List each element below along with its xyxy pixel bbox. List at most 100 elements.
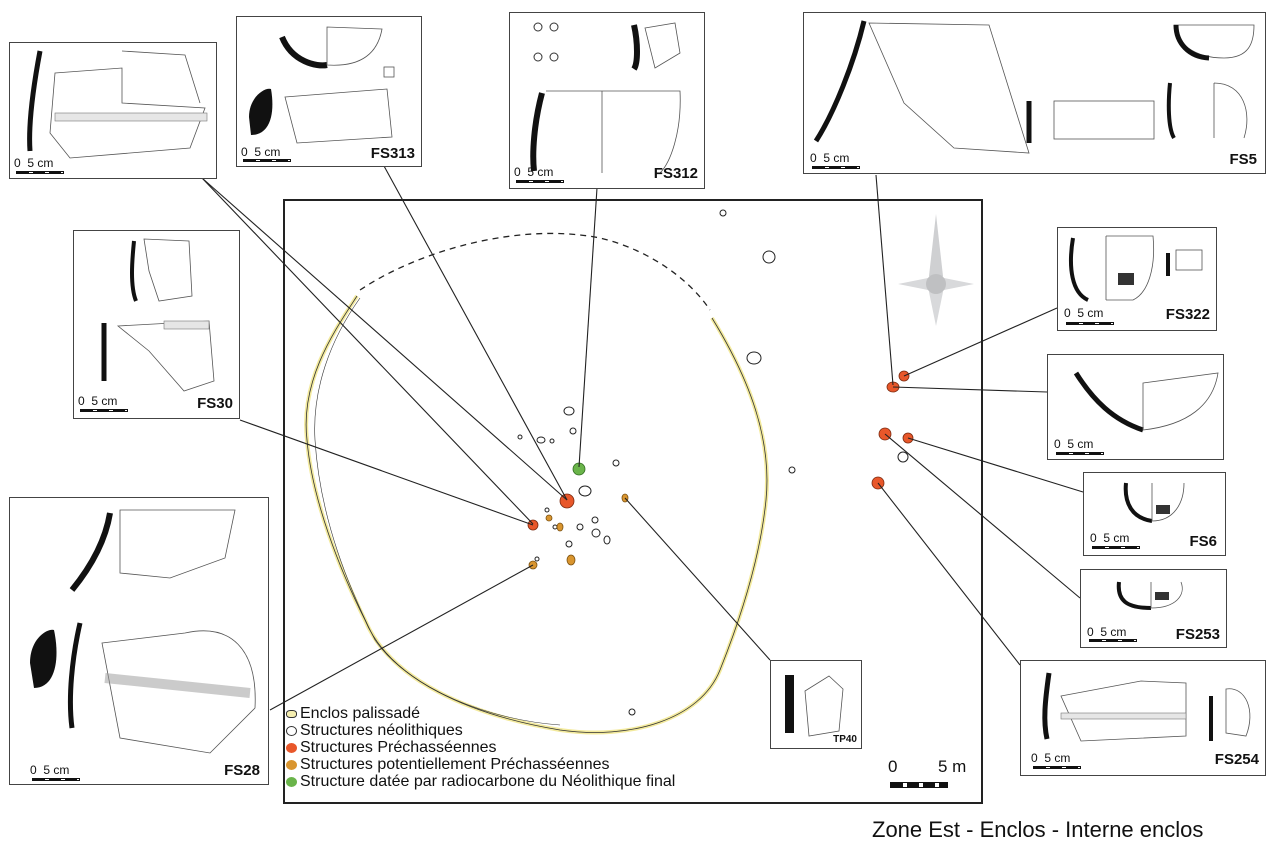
scale-label: 0 5 cm [1087, 625, 1127, 639]
panel-fs253: 0 5 cm FS253 [1080, 569, 1227, 648]
scale-bar [516, 180, 564, 183]
pottery-drawing [30, 509, 256, 754]
legend-item-neolithic: Structures néolithiques [286, 722, 675, 739]
legend-item-potential: Structures potentiellement Préchasséenne… [286, 756, 675, 773]
site-plan-frame [283, 199, 983, 804]
pottery-drawing [785, 675, 844, 737]
structure-point [578, 485, 592, 497]
scale-bar [16, 171, 64, 174]
structure-point [549, 438, 555, 444]
structure-point [517, 434, 523, 440]
panel-label: FS30 [197, 395, 233, 412]
pottery-drawing [813, 20, 1255, 154]
panel-fs6: 0 5 cm FS6 [1083, 472, 1226, 556]
potential-structures [528, 493, 629, 570]
structure-point [566, 554, 576, 566]
pottery-drawing [1123, 482, 1185, 523]
legend-label: Structures Préchasséennes [300, 739, 497, 756]
structure-point [544, 507, 550, 513]
panel-label: FS6 [1189, 533, 1217, 550]
map-legend: Enclos palissadé Structures néolithiques… [286, 705, 675, 790]
legend-swatch-radiocarbon [286, 776, 297, 787]
panel-fs254: 0 5 cm FS254 [1020, 660, 1266, 776]
legend-swatch-neolithic [286, 725, 297, 736]
panel-fs30: 0 5 cm FS30 [73, 230, 240, 419]
structure-point [762, 250, 776, 264]
scale-label: 0 5 cm [810, 151, 850, 165]
structure-point [563, 406, 575, 416]
structure-point [628, 708, 636, 716]
scale-bar [1089, 639, 1137, 642]
structure-point [788, 466, 796, 474]
palisade-enclosure [304, 294, 769, 735]
panel-label: FS254 [1214, 751, 1259, 768]
scale-label: 0 5 cm [1090, 531, 1130, 545]
legend-item-prechasseen: Structures Préchasséennes [286, 739, 675, 756]
structure-point [565, 540, 573, 548]
scale-bar [80, 409, 128, 412]
structure-point [556, 522, 564, 532]
map-scale-zero: 0 [888, 757, 898, 776]
structure-point [746, 351, 762, 365]
legend-item-radiocarbon: Structure datée par radiocarbone du Néol… [286, 773, 675, 790]
legend-swatch-potential [286, 759, 297, 770]
legend-swatch-enclosure [286, 709, 297, 718]
structure-point [534, 556, 540, 562]
legend-label: Structures potentiellement Préchasséenne… [300, 756, 610, 773]
pottery-drawing [1073, 371, 1219, 433]
structure-point [719, 209, 727, 217]
scale-label: 0 5 cm [30, 763, 70, 777]
pottery-drawing [249, 26, 395, 144]
figure-caption: Zone Est - Enclos - Interne enclos [872, 817, 1204, 842]
scale-label: 0 5 cm [1031, 751, 1071, 765]
structure-point [536, 436, 546, 444]
scale-bar [812, 166, 860, 169]
panel-fs5: 0 5 cm FS5 [803, 12, 1266, 174]
panel-label: FS28 [224, 762, 260, 779]
map-scale-value: 5 m [938, 757, 967, 776]
pottery-drawing [27, 50, 208, 159]
enclosure-dashed-arc [359, 232, 711, 311]
structure-point [591, 516, 599, 524]
structure-point [591, 528, 601, 538]
panel-label: FS5 [1229, 151, 1257, 168]
scale-bar [1033, 766, 1081, 769]
panel-fs-unlabeled-top: 0 5 cm [9, 42, 217, 179]
panel-fs313: 0 5 cm FS313 [236, 16, 422, 167]
scale-label: 0 5 cm [14, 156, 54, 170]
map-scale-bar [890, 782, 948, 788]
panel-fs28: 0 5 cm FS28 [9, 497, 269, 785]
panel-label: FS322 [1165, 306, 1210, 323]
structure-point [612, 459, 620, 467]
north-arrow-icon [898, 214, 974, 326]
panel-label: FS312 [653, 165, 698, 182]
legend-label: Structures néolithiques [300, 722, 463, 739]
scale-bar [243, 159, 291, 162]
panel-label: FS313 [370, 145, 415, 162]
scale-bar [1066, 322, 1114, 325]
scale-label: 0 5 cm [1054, 437, 1094, 451]
scale-bar [1056, 452, 1104, 455]
structure-point [603, 535, 611, 545]
pottery-drawing [101, 238, 215, 392]
pottery-drawing [530, 22, 681, 174]
panel-tp40: TP40 [770, 660, 862, 749]
panel-fs312: 0 5 cm FS312 [509, 12, 705, 189]
legend-label: Structure datée par radiocarbone du Néol… [300, 773, 676, 790]
neolithic-structures [517, 209, 909, 716]
structure-point [552, 524, 558, 530]
legend-swatch-prechasseen [286, 742, 297, 753]
scale-label: 0 5 cm [241, 145, 281, 159]
panel-label: TP40 [833, 734, 857, 745]
scale-label: 0 5 cm [1064, 306, 1104, 320]
pottery-drawing [1116, 581, 1183, 610]
prechasseen-structures [527, 370, 914, 531]
scale-label: 0 5 cm [78, 394, 118, 408]
structure-point [897, 451, 909, 463]
structure-point [545, 514, 553, 522]
legend-label: Enclos palissadé [300, 705, 421, 722]
structure-point [576, 523, 584, 531]
scale-bar [1092, 546, 1140, 549]
legend-item-enclosure: Enclos palissadé [286, 705, 675, 722]
